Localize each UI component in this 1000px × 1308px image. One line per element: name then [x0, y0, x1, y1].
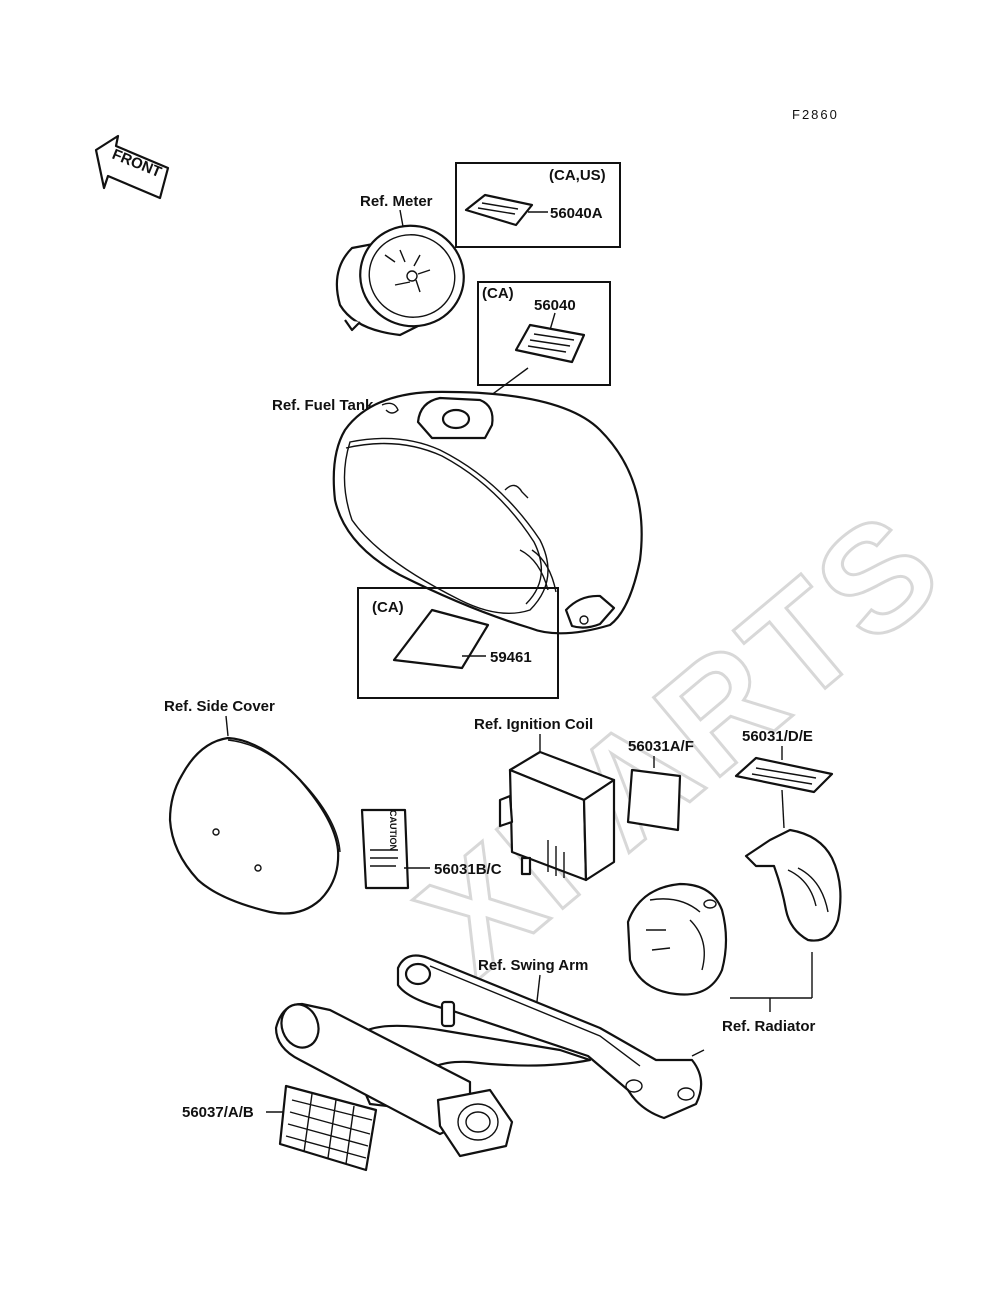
ca-us-region: (CA,US) — [549, 167, 606, 184]
radiator-illustration — [626, 828, 842, 996]
ca-bottom-region: (CA) — [372, 599, 404, 616]
part-56040: 56040 — [534, 297, 576, 314]
side-cover-illustration — [168, 736, 341, 915]
part-56031bc: 56031B/C — [434, 861, 502, 878]
part-56031de: 56031/D/E — [742, 728, 813, 745]
decal-56031af — [626, 768, 682, 832]
swing-arm-illustration — [274, 954, 705, 1158]
ref-radiator-label: Ref. Radiator — [722, 1018, 816, 1035]
part-56031af: 56031A/F — [628, 738, 694, 755]
figure-code: F2860 — [792, 107, 839, 122]
ref-fuel-tank-label: Ref. Fuel Tank — [272, 397, 374, 414]
meter-illustration — [335, 224, 465, 337]
ref-side-cover-label: Ref. Side Cover — [164, 698, 275, 715]
decal-59461 — [392, 608, 490, 670]
part-59461: 59461 — [490, 649, 532, 666]
part-56037ab: 56037/A/B — [182, 1104, 254, 1121]
caution-text: CAUTION — [388, 810, 398, 851]
front-arrow-icon: FRONT — [94, 134, 170, 200]
caution-label: CAUTION — [360, 808, 410, 890]
part-56040a: 56040A — [550, 205, 603, 222]
ref-swing-arm-label: Ref. Swing Arm — [478, 957, 588, 974]
ref-ignition-coil-label: Ref. Ignition Coil — [474, 716, 593, 733]
decal-56037ab — [278, 1084, 378, 1172]
ref-meter-label: Ref. Meter — [360, 193, 433, 210]
decal-56040a — [464, 193, 534, 227]
ignition-coil-illustration — [498, 750, 616, 882]
ca-top-box — [477, 281, 611, 386]
fuel-tank-illustration — [332, 390, 643, 635]
ca-us-box — [455, 162, 621, 248]
ca-top-region: (CA) — [482, 285, 514, 302]
ca-bottom-box — [357, 587, 559, 699]
